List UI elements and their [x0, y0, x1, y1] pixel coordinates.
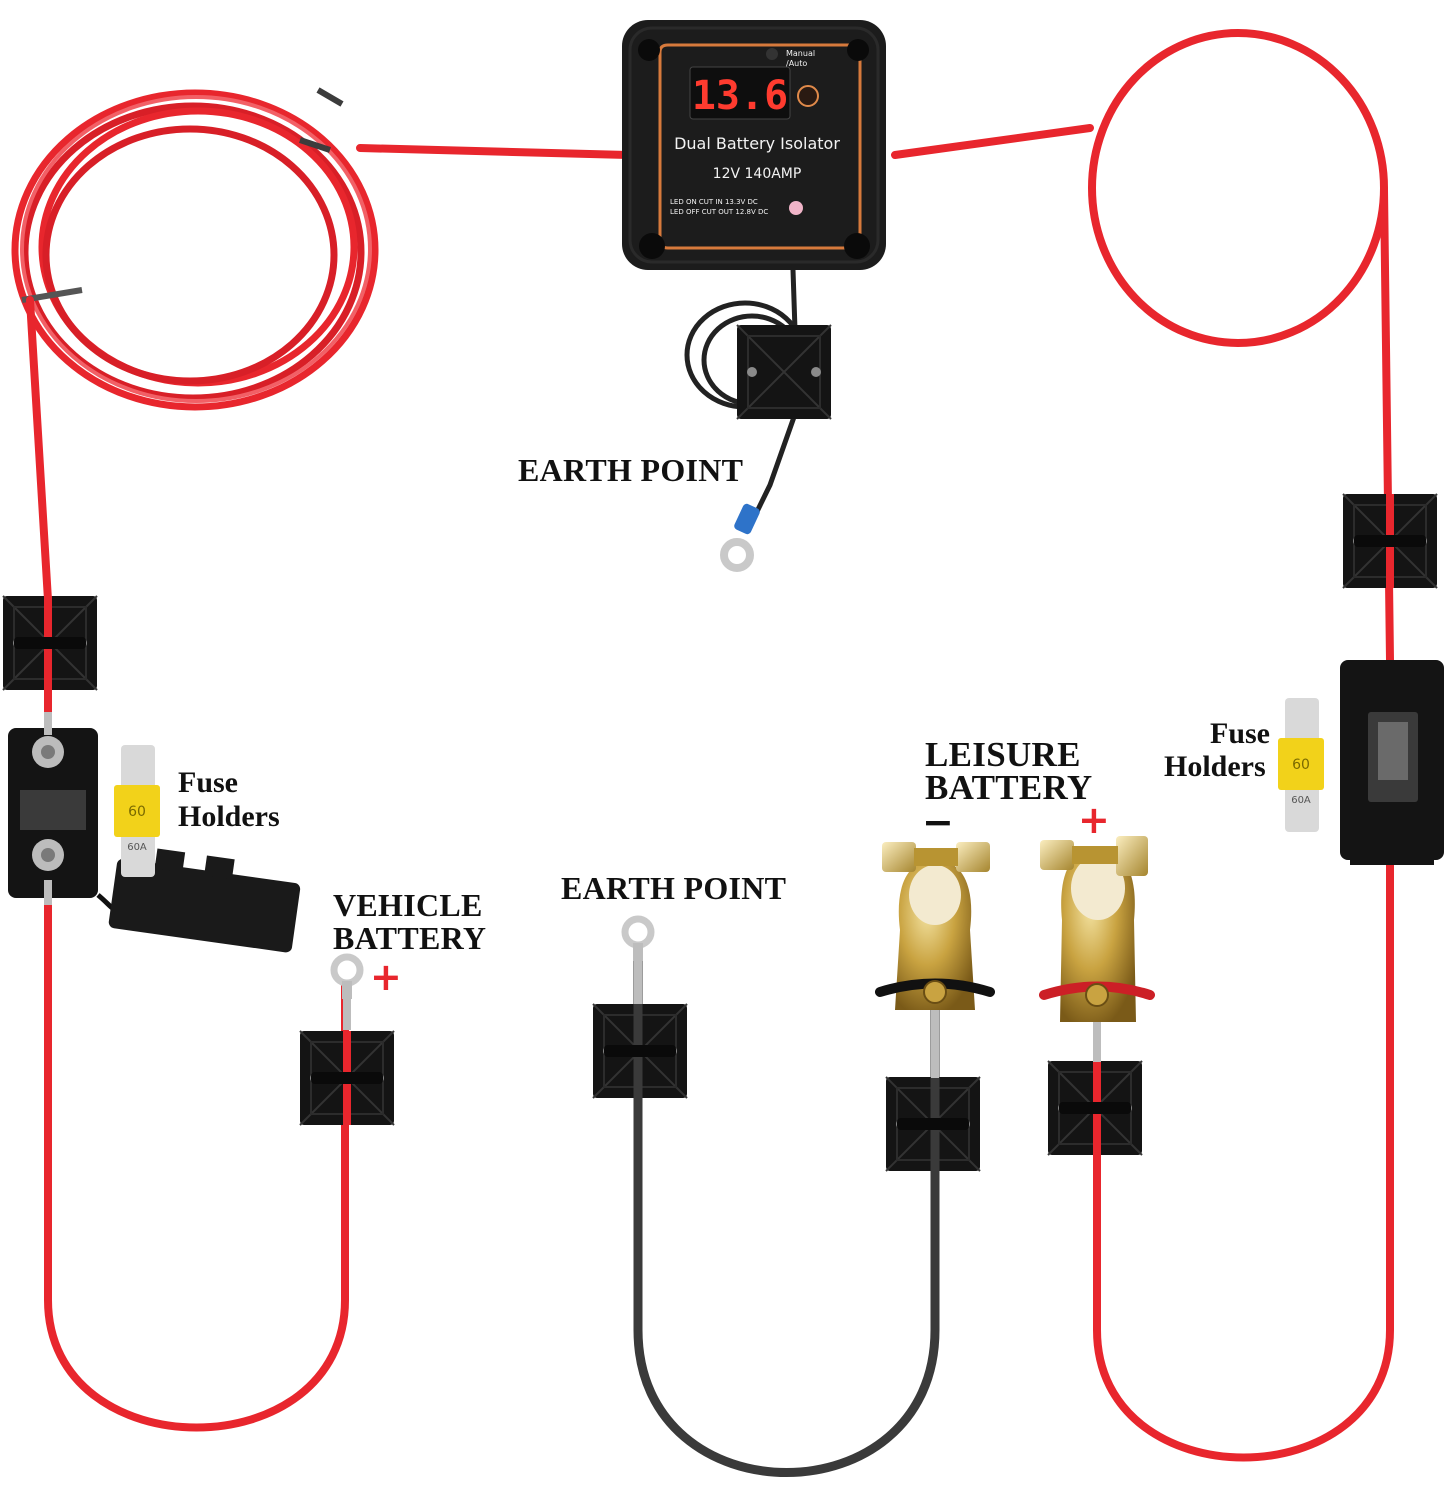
fuse-holders-left-line1: Fuse: [178, 766, 238, 799]
red-cable-right-run: [891, 29, 1394, 1462]
leisure-battery-line2: BATTERY: [925, 768, 1093, 807]
isolator-led-note-1: LED ON CUT IN 13.3V DC: [670, 198, 758, 206]
fuse-left-rating-small: 60A: [127, 842, 147, 853]
vehicle-battery-line2: BATTERY: [333, 920, 487, 956]
fuse-left-rating: 60: [128, 804, 146, 820]
fuse-holders-left-line2: Holders: [178, 800, 280, 833]
fuse-holders-right-line1: Fuse: [1210, 717, 1270, 750]
leisure-battery-line1: LEISURE: [925, 735, 1081, 774]
isolator-rating: 12V 140AMP: [713, 166, 802, 182]
earth-point-label-bottom: EARTH POINT: [561, 870, 787, 906]
fuse-holder-right: [1340, 660, 1444, 865]
fuse-right-rating-small: 60A: [1291, 795, 1311, 806]
dual-battery-isolator: 13.6 Manual /Auto Dual Battery Isolator …: [622, 20, 886, 270]
battery-clamp-positive: [1039, 836, 1155, 1062]
ring-terminal-vehicle: [334, 957, 360, 1030]
leisure-positive-sign: +: [1078, 798, 1110, 842]
leisure-negative-sign: −: [922, 800, 954, 844]
fuse-holders-right-line2: Holders: [1164, 750, 1266, 783]
isolator-mode-label-1: Manual: [786, 49, 815, 58]
isolator-name: Dual Battery Isolator: [674, 134, 840, 153]
ring-terminal-earth: [625, 919, 651, 1004]
earth-ring-terminal-top: [720, 503, 760, 572]
vehicle-battery-line1: VEHICLE: [333, 887, 483, 923]
isolator-led-note-2: LED OFF CUT OUT 12.8V DC: [670, 208, 768, 216]
battery-clamp-negative: [875, 842, 995, 1078]
mode-button-icon: [797, 85, 819, 107]
fuse-right: 60 60A: [1278, 698, 1324, 832]
fuse-holder-left: [8, 728, 301, 953]
isolator-mode-label-2: /Auto: [786, 59, 807, 68]
fuse-right-rating: 60: [1292, 757, 1310, 773]
black-cable-earth: [633, 955, 940, 1477]
fuse-left: 60 60A: [114, 745, 160, 877]
status-led-icon: [789, 201, 803, 215]
cable-mount-isolator-earth: [736, 324, 832, 420]
vehicle-positive-sign: +: [370, 955, 402, 999]
earth-point-label-top: EARTH POINT: [518, 452, 744, 488]
isolator-display-reading: 13.6: [692, 73, 788, 119]
red-cable-coil: [11, 87, 379, 411]
